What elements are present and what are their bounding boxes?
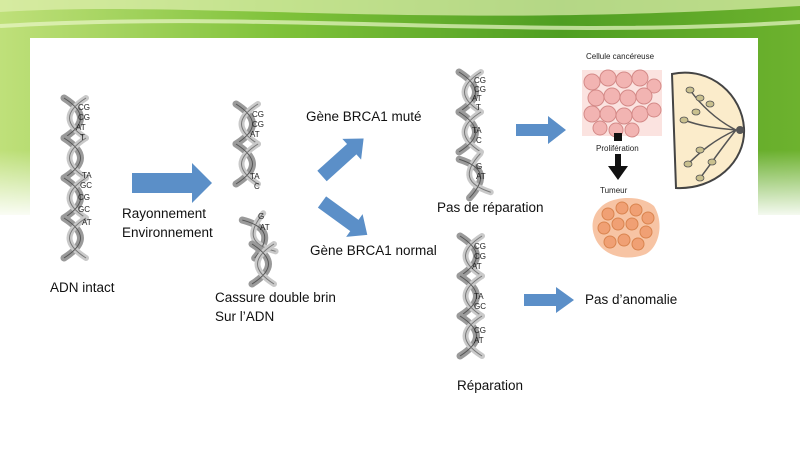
label-proliferation: Prolifération — [596, 144, 639, 153]
label-mutated: Gène BRCA1 muté — [306, 109, 422, 124]
bp-mutated-7: G — [476, 162, 483, 171]
label-intact: ADN intact — [50, 280, 115, 295]
bp-intact-3: AT — [76, 123, 86, 132]
bp-broken-4: TA — [250, 172, 260, 181]
bp-repaired-1: CG — [474, 242, 486, 251]
bp-broken-7: AT — [260, 223, 270, 232]
label-no-repair: Pas de réparation — [437, 200, 544, 215]
bp-mutated-1: CG — [474, 76, 486, 85]
arrow-to-normal — [317, 196, 368, 237]
label-cause-1: Rayonnement — [122, 206, 207, 221]
bp-intact-1: CG — [78, 103, 90, 112]
bp-mutated-4: T — [476, 103, 481, 112]
bp-intact-5: TA — [82, 171, 92, 180]
bp-intact-8: GC — [78, 205, 90, 214]
bp-mutated-3: AT — [472, 94, 482, 103]
breast-icon — [670, 71, 746, 190]
proliferation-marker — [614, 133, 622, 141]
bp-repaired-4: TA — [474, 292, 484, 301]
bp-intact-2: CG — [78, 113, 90, 122]
bp-repaired-7: AT — [474, 336, 484, 345]
label-tumor: Tumeur — [600, 186, 628, 195]
bp-broken-6: G — [258, 212, 265, 221]
label-cause-2: Environnement — [122, 225, 213, 240]
arrow-to-mutated — [317, 138, 364, 182]
bp-mutated-2: CG — [474, 85, 486, 94]
bp-repaired-3: AT — [472, 262, 482, 271]
bp-repaired-6: CG — [474, 326, 486, 335]
bp-intact-6: GC — [80, 181, 92, 190]
bp-mutated-5: TA — [472, 126, 482, 135]
bp-repaired-5: GC — [474, 302, 486, 311]
label-break-1: Cassure double brin — [215, 290, 336, 305]
label-break-2: Sur l’ADN — [215, 309, 275, 324]
arrow-to-tumor — [608, 154, 628, 180]
arrow-to-cancer — [516, 116, 566, 144]
bp-mutated-8: AT — [476, 172, 486, 181]
label-normal: Gène BRCA1 normal — [310, 243, 437, 258]
arrow-to-break — [132, 163, 212, 203]
bp-mutated-6: C — [476, 136, 482, 145]
bp-intact-9: AT — [82, 218, 92, 227]
arrow-to-no-anomaly — [524, 287, 574, 313]
label-repair: Réparation — [457, 378, 524, 393]
bp-broken-5: C — [254, 182, 260, 191]
tumor-icon — [592, 197, 660, 258]
label-no-anomaly: Pas d’anomalie — [585, 292, 678, 307]
label-cancer-cell: Cellule cancéreuse — [586, 52, 655, 61]
bp-broken-1: CG — [252, 110, 264, 119]
bp-repaired-2: CG — [474, 252, 486, 261]
bp-intact-4: T — [80, 133, 85, 142]
cancer-cells-icon — [582, 69, 662, 138]
bp-broken-2: CG — [252, 120, 264, 129]
bp-intact-7: CG — [78, 193, 90, 202]
bp-broken-3: AT — [250, 130, 260, 139]
